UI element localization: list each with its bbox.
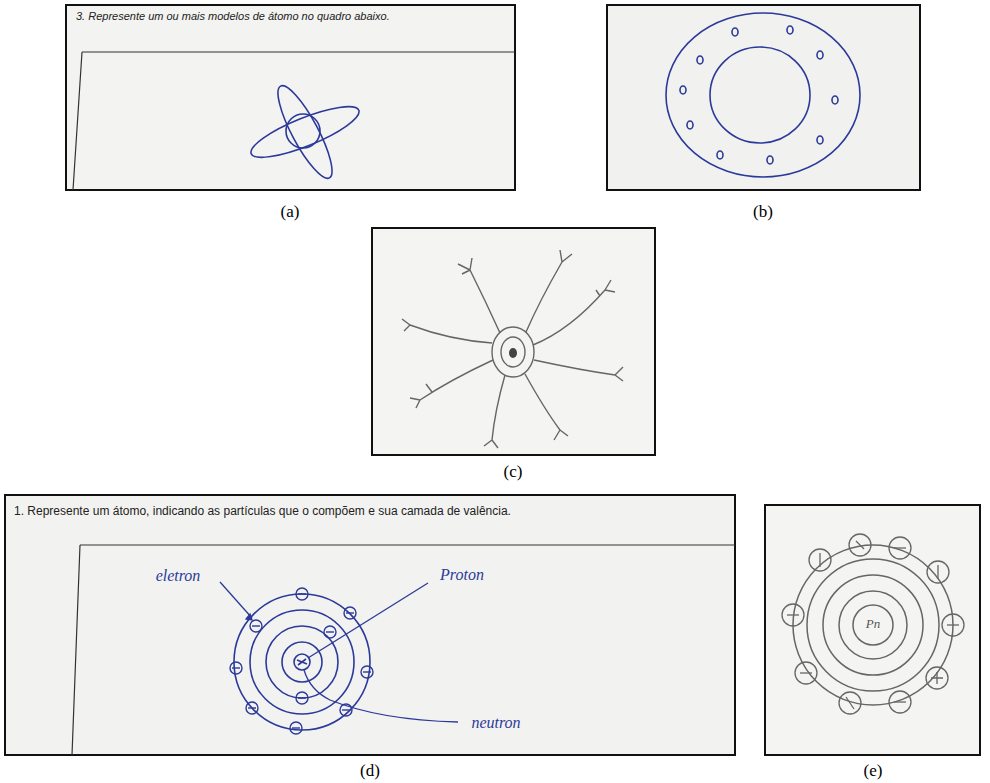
- panel-letter: (a): [281, 203, 300, 222]
- handwritten-label: Proton: [440, 566, 484, 584]
- panel-c: [372, 228, 655, 455]
- panel-letter: (e): [864, 762, 883, 781]
- leader-lines: [220, 582, 458, 722]
- question-text: 1. Represente um átomo, indicando as par…: [14, 505, 511, 518]
- panel-letter: (d): [360, 762, 380, 781]
- handwritten-label: neutron: [471, 714, 520, 732]
- panel-a: [66, 5, 515, 190]
- panel-letter: (b): [753, 203, 773, 222]
- question-text: 3. Represente um ou mais modelos de átom…: [76, 10, 390, 22]
- panel-e: [765, 505, 980, 755]
- panel-letter: (c): [504, 463, 523, 482]
- handwritten-label: Pn: [866, 617, 880, 631]
- panel-d: [5, 495, 735, 755]
- handwritten-label: eletron: [156, 567, 201, 585]
- panel-b: [607, 5, 920, 190]
